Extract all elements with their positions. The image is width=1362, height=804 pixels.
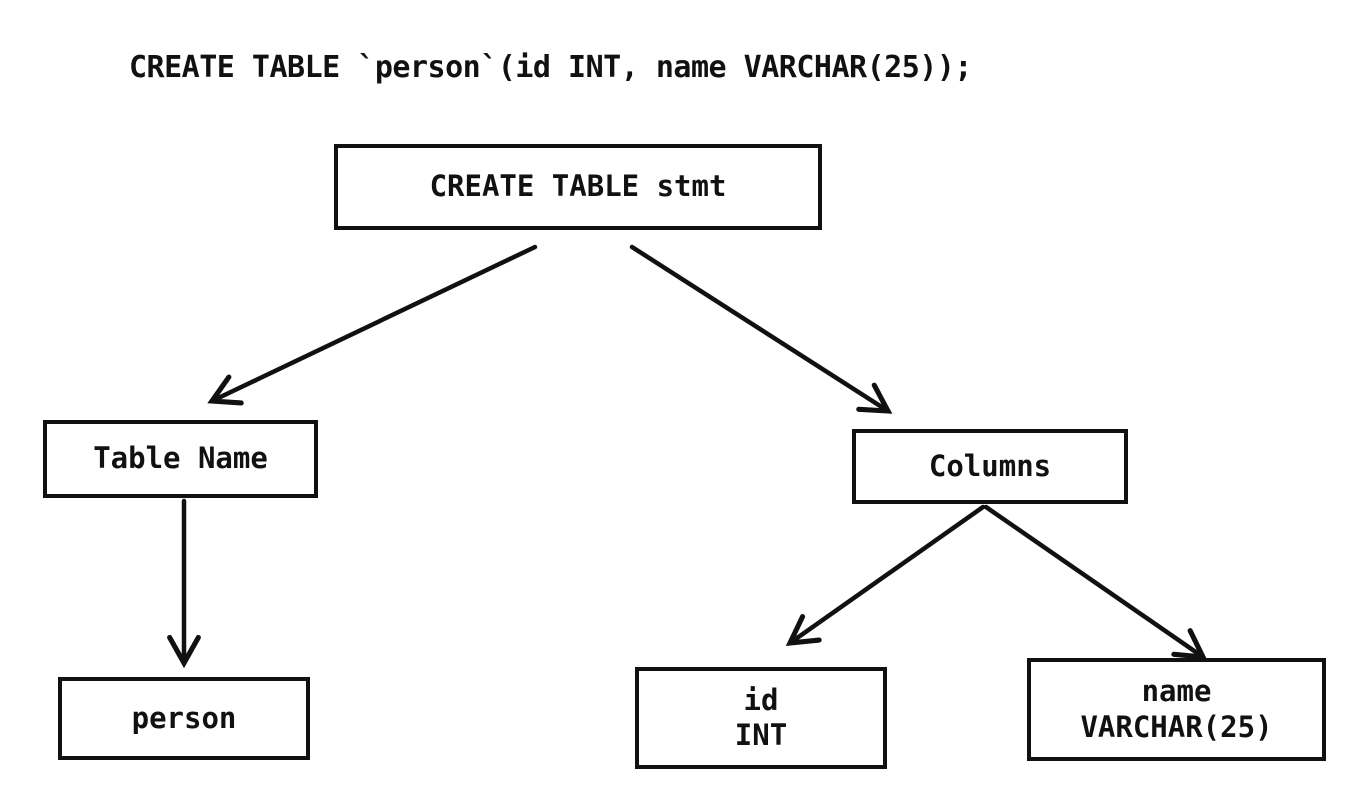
node-person: person (58, 677, 310, 760)
node-name-varchar: name VARCHAR(25) (1027, 658, 1326, 761)
edge-columns-to-id-arrow (785, 504, 986, 646)
node-id-int: id INT (635, 667, 887, 769)
node-table-name: Table Name (43, 420, 318, 498)
edge-stmt-to-table-name-arrow (207, 244, 538, 406)
node-columns: Columns (852, 429, 1128, 504)
edge-stmt-to-columns-arrow (629, 244, 893, 414)
sql-statement-text: CREATE TABLE `person`(id INT, name VARCH… (129, 50, 972, 85)
edge-columns-to-name-arrow (983, 504, 1208, 660)
node-create-table-stmt: CREATE TABLE stmt (334, 144, 822, 230)
